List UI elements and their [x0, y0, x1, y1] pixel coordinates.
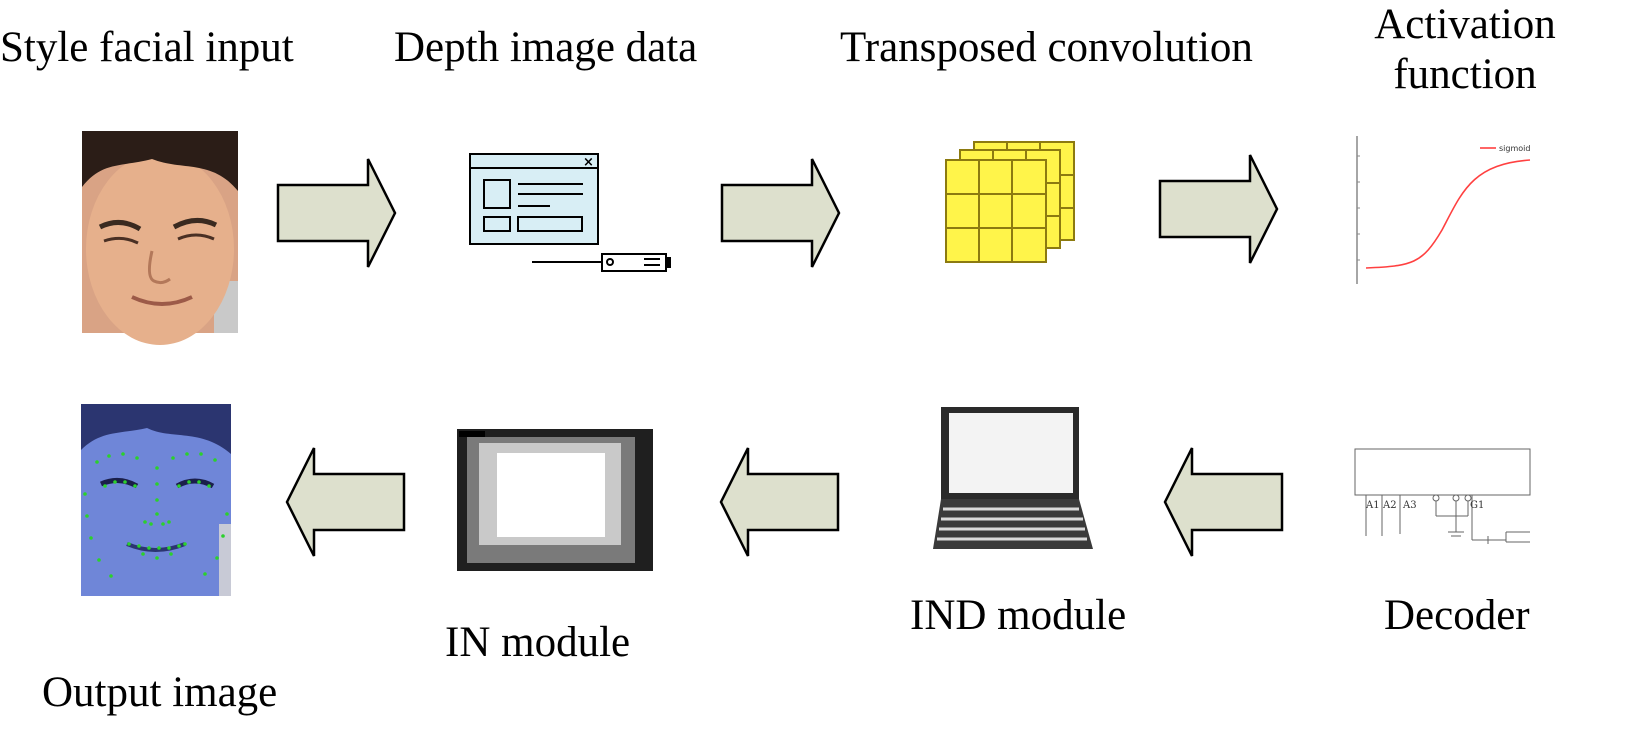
- decoder-pin-a1: A1: [1365, 500, 1380, 511]
- svg-text:×: ×: [583, 155, 594, 170]
- label-ind-module: IND module: [910, 592, 1127, 639]
- label-style-facial-input: Style facial input: [0, 24, 294, 71]
- child-face-photo-icon: [82, 131, 238, 345]
- stacked-grid-icon: [945, 141, 1075, 263]
- decoder-pin-g1: G1: [1470, 500, 1484, 511]
- left-arrow-2: [719, 447, 840, 557]
- tablet-screen-icon: [457, 429, 653, 571]
- label-output-image: Output image: [42, 669, 278, 716]
- label-activation-line1: Activation: [1374, 1, 1556, 48]
- right-arrow-3: [1158, 154, 1279, 264]
- label-transposed-convolution: Transposed convolution: [840, 24, 1253, 71]
- decoder-pin-a2: A2: [1382, 500, 1397, 511]
- label-decoder: Decoder: [1384, 592, 1530, 639]
- right-arrow-1: [276, 158, 397, 268]
- left-arrow-3: [285, 447, 406, 557]
- laptop-icon: [933, 407, 1093, 549]
- label-in-module: IN module: [445, 619, 631, 666]
- label-activation-function: Activation function: [1370, 0, 1560, 100]
- decoder-pin-a3: A3: [1402, 500, 1417, 511]
- label-depth-image-data: Depth image data: [394, 24, 698, 71]
- decoder-circuit-icon: A1 A2 A3 G1: [1354, 448, 1531, 544]
- right-arrow-2: [720, 158, 841, 268]
- label-activation-line2: function: [1393, 51, 1537, 98]
- sigmoid-legend: sigmoid: [1499, 144, 1530, 153]
- left-arrow-1: [1163, 447, 1284, 557]
- sigmoid-plot-icon: sigmoid: [1356, 136, 1530, 284]
- window-and-sensor-icon: ×: [469, 153, 671, 272]
- face-landmarks-photo-icon: [81, 404, 231, 596]
